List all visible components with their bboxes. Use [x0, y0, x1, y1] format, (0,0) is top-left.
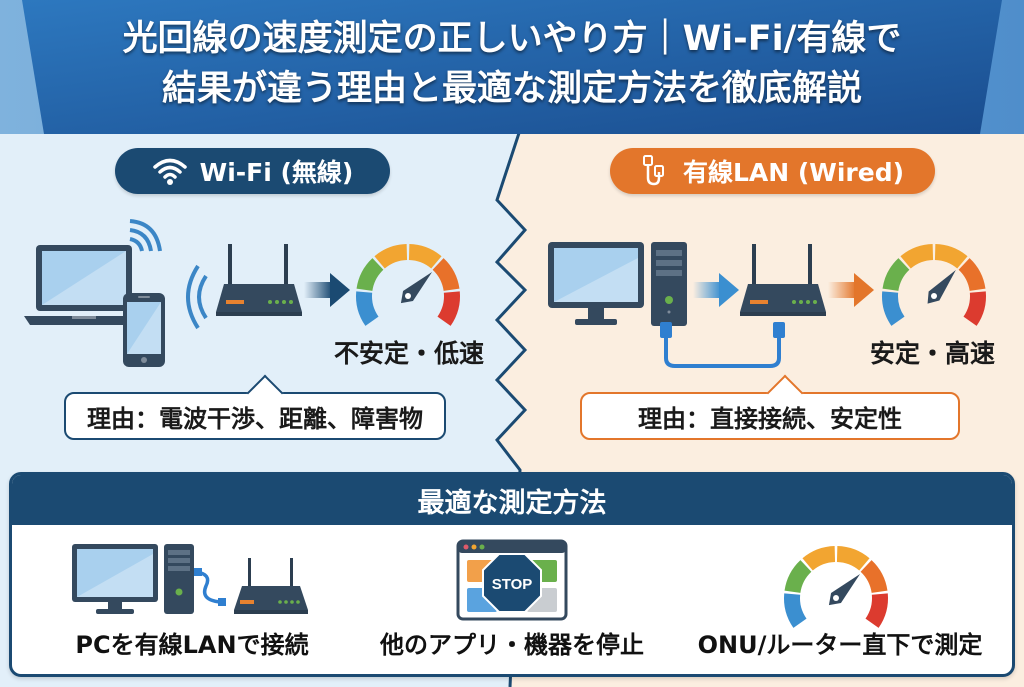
gauge-segment [882, 258, 910, 291]
gauge-segment [784, 560, 812, 593]
pc-wired-router-icon [72, 544, 308, 614]
arrow-right-icon [828, 273, 874, 307]
router-icon [740, 244, 826, 316]
method-label-stop-apps: 他のアプリ・機器を停止 [380, 631, 644, 659]
desktop-pc-icon [651, 242, 687, 326]
gauge-segment [374, 244, 408, 269]
cable-icon [642, 155, 664, 186]
gauge-segment [860, 560, 888, 593]
gauge-hub [833, 595, 839, 601]
gauge-segment [437, 291, 460, 326]
router-signal-icon [186, 264, 208, 330]
wifi-result-label: 不安定・低速 [334, 339, 485, 368]
wifi-icon [152, 158, 187, 185]
wired-reason-callout: 理由：直接接続、安定性 [580, 374, 960, 440]
wifi-reason-text: 理由：電波干渉、距離、障害物 [87, 404, 423, 433]
laptop-icon [24, 245, 144, 325]
gauge-segment [356, 258, 384, 291]
desktop-monitor-icon [548, 242, 644, 325]
stop-sign-text: STOP [492, 576, 533, 593]
gauge-segment [408, 244, 442, 269]
zigzag-divider [494, 129, 528, 687]
gauge-segment [356, 291, 379, 326]
wifi-section-pill: Wi-Fi (無線) [115, 148, 390, 194]
gauge-segment [958, 258, 986, 291]
wifi-pill-label: Wi-Fi (無線) [199, 158, 354, 187]
wired-pill-label: 有線LAN (Wired) [682, 158, 905, 187]
lan-cable-icon [660, 322, 785, 368]
page-title: 光回線の速度測定の正しいやり方｜Wi-Fi/有線で 結果が違う理由と最適な測定方… [0, 14, 1024, 114]
header-banner [22, 0, 1002, 134]
gauge-segment [784, 593, 807, 628]
speedometer-icon [356, 244, 460, 326]
stop-sign-window-icon: STOP [456, 539, 568, 621]
arrow-right-icon [304, 273, 350, 307]
router-icon [216, 244, 302, 316]
title-line-2: 結果が違う理由と最適な測定方法を徹底解説 [161, 69, 862, 109]
gauge-segment [865, 593, 888, 628]
gauge-needle [828, 573, 861, 606]
method-label-onu-direct: ONU/ルーター直下で測定 [697, 631, 983, 659]
smartphone-icon [123, 293, 165, 367]
gauge-hub [931, 293, 937, 299]
wifi-waves-icon [129, 219, 162, 252]
wired-result-label: 安定・高速 [870, 339, 996, 368]
gauge-needle [400, 271, 433, 304]
title-line-1: 光回線の速度測定の正しいやり方｜Wi-Fi/有線で [122, 19, 902, 59]
header: 光回線の速度測定の正しいやり方｜Wi-Fi/有線で 結果が違う理由と最適な測定方… [0, 0, 1024, 134]
speedometer-icon [882, 244, 986, 326]
gauge-segment [836, 546, 870, 571]
arrow-right-icon [693, 273, 739, 307]
gauge-hub [405, 293, 411, 299]
gauge-needle [927, 269, 956, 304]
gauge-segment [934, 244, 968, 269]
methods-title: 最適な測定方法 [12, 475, 1012, 525]
wifi-reason-callout: 理由：電波干渉、距離、障害物 [64, 374, 446, 440]
method-label-wired-lan: PCを有線LANで接続 [75, 631, 309, 659]
gauge-segment [802, 546, 836, 571]
wired-reason-text: 理由：直接接続、安定性 [638, 404, 902, 433]
gauge-segment [900, 244, 934, 269]
speedometer-icon [784, 546, 888, 628]
gauge-segment [432, 258, 460, 291]
gauge-segment [963, 291, 986, 326]
wired-section-pill: 有線LAN (Wired) [610, 148, 935, 194]
gauge-segment [882, 291, 905, 326]
